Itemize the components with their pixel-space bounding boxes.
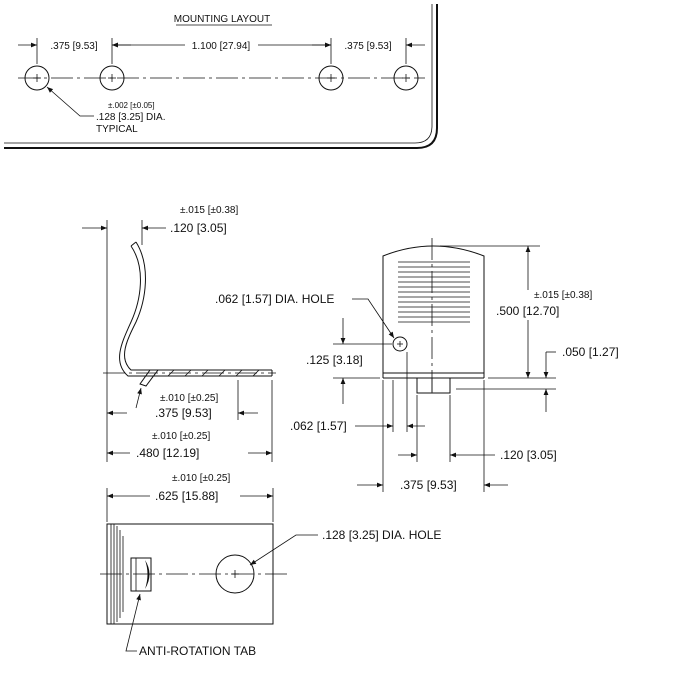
front-dim-050: .050 [1.27]: [562, 345, 619, 359]
front-dim-062: .062 [1.57]: [290, 419, 347, 433]
anti-rotation-tab: [130, 557, 152, 592]
front-hole-leader: [352, 298, 395, 339]
front-dim-500: .500 [12.70]: [496, 304, 559, 318]
front-tab: [416, 378, 451, 394]
side-tab-leader: [135, 387, 142, 409]
dim-right-text: .375 [9.53]: [344, 41, 391, 52]
hole-size-text: .128 [3.25] DIA.: [96, 112, 166, 123]
panel-border-inner: [4, 4, 433, 144]
front-small-hole: [392, 336, 408, 352]
front-ribs: [398, 261, 470, 323]
hole-tolerance-text: ±.002 [±0.05]: [108, 101, 155, 110]
mounting-hole: [24, 65, 50, 91]
front-body: [382, 245, 485, 373]
side-dim-480: .480 [12.19]: [136, 446, 199, 460]
bottom-dim-625: .625 [15.88]: [155, 489, 218, 503]
tab-leader: [125, 593, 141, 652]
mounting-hole: [393, 65, 419, 91]
front-dim-125: .125 [3.18]: [306, 353, 363, 367]
panel-border: [4, 4, 438, 149]
side-view: ±.015 [±0.38] .120 [3.05] ±.010 [±0.25] …: [82, 205, 276, 462]
mounting-layout-panel: MOUNTING LAYOUT .375 [9.53] 1.100 [27.94…: [4, 4, 438, 149]
mounting-hole: [99, 65, 125, 91]
bottom-hole-leader: [249, 534, 318, 566]
front-hole-label: .062 [1.57] DIA. HOLE: [215, 292, 334, 306]
front-dim-120: .120 [3.05]: [500, 448, 557, 462]
front-tol-500: ±.015 [±0.38]: [534, 290, 592, 301]
side-tol-375: ±.010 [±0.25]: [160, 393, 218, 404]
dim-left-text: .375 [9.53]: [50, 41, 97, 52]
bottom-tol-625: ±.010 [±0.25]: [172, 473, 230, 484]
side-dim-top: .120 [3.05]: [170, 221, 227, 235]
mounting-layout-title: MOUNTING LAYOUT: [174, 14, 270, 25]
front-dim-375: .375 [9.53]: [400, 478, 457, 492]
dim-center-text: 1.100 [27.94]: [192, 41, 251, 52]
side-tol-top: ±.015 [±0.38]: [180, 205, 238, 216]
tab-label: ANTI-ROTATION TAB: [139, 644, 256, 658]
bottom-hole-label: .128 [3.25] DIA. HOLE: [322, 528, 441, 542]
bottom-large-hole: [215, 554, 255, 594]
hole-leader: [46, 86, 94, 117]
hole-note-text: TYPICAL: [96, 124, 138, 135]
anti-rotation-tab-profile: [139, 369, 159, 387]
clip-outer-edge: [119, 245, 272, 377]
bottom-view: ±.010 [±0.25] .625 [15.88]: [100, 473, 441, 658]
clip-inner-edge: [123, 241, 272, 371]
mounting-hole: [318, 65, 344, 91]
side-tol-480: ±.010 [±0.25]: [152, 431, 210, 442]
side-dim-375: .375 [9.53]: [155, 406, 212, 420]
front-view: .062 [1.57] DIA. HOLE ±.015 [±0.38] .500…: [215, 238, 619, 492]
